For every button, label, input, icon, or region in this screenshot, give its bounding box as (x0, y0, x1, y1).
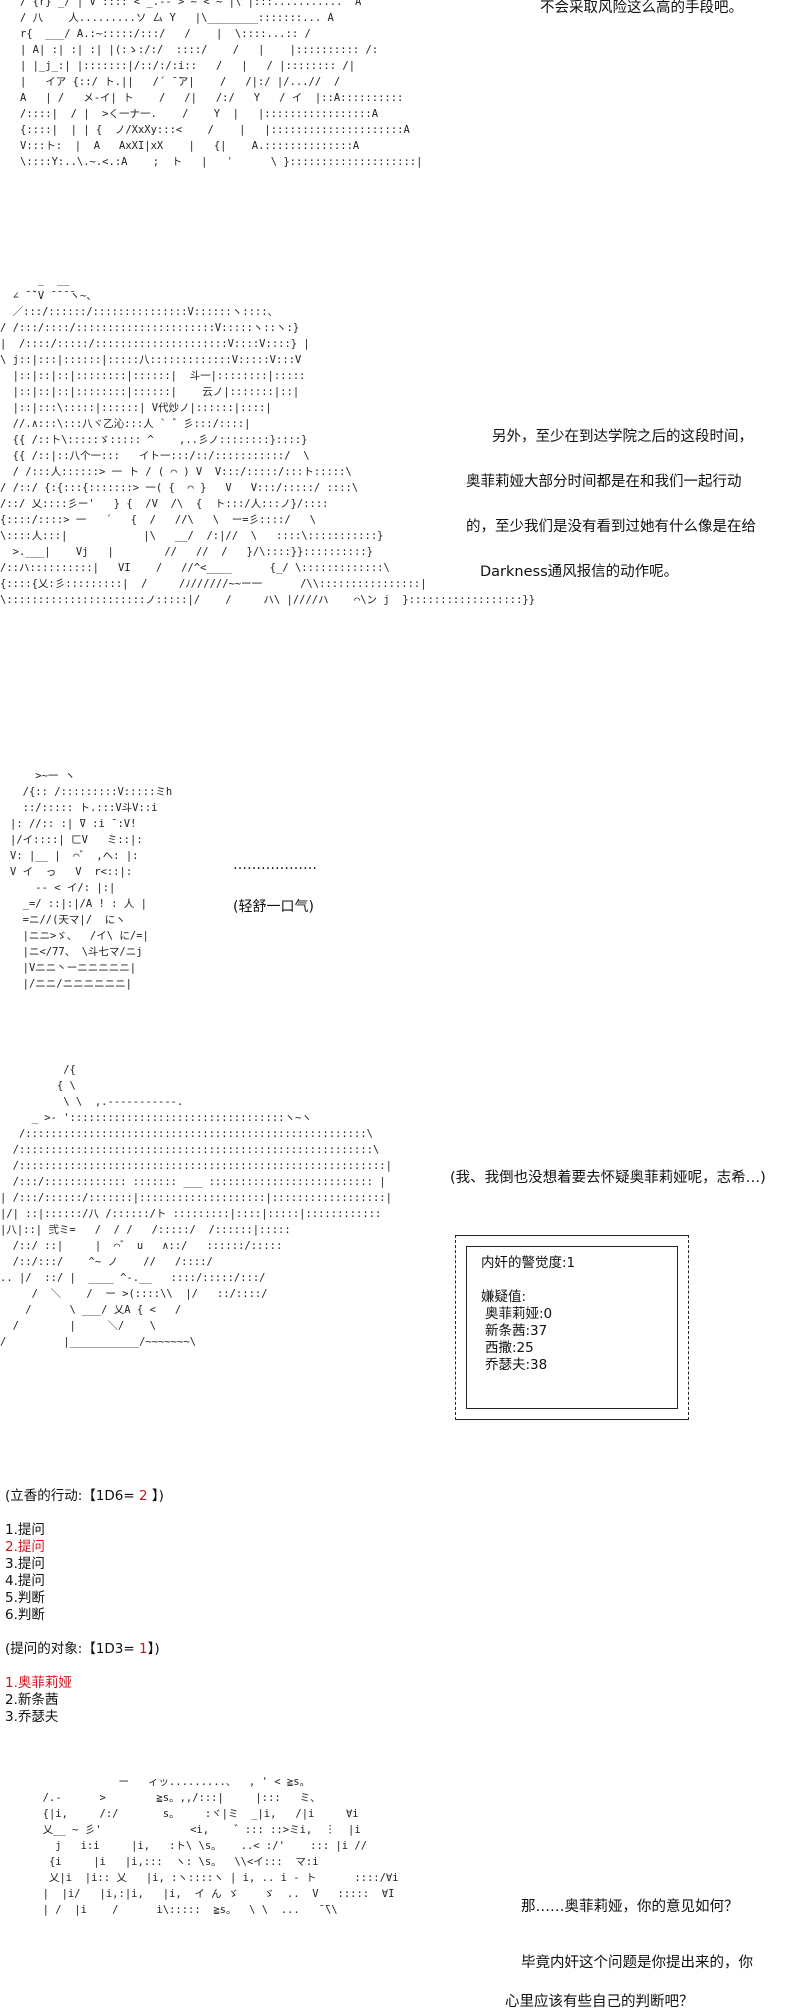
target-roll: (提问的对象:【1D3= 1】) (5, 1641, 164, 1658)
target-option: 1.奥菲莉娅 (5, 1675, 72, 1691)
action-option: 6.判断 (5, 1607, 45, 1623)
ascii-art-1: / {r} _/ | V :::: < _.-- > ~ < ~ |\ |:::… (20, 0, 423, 168)
paragraph-line: Darkness通风报信的动作呢。 (480, 564, 679, 580)
dialogue-line: 毕竟内奸这个问题是你提出来的，你 (521, 1955, 753, 1971)
dialogue-line: 那……奥菲莉娅，你的意见如何？ (521, 1899, 739, 1915)
roll-result: 1 (139, 1641, 148, 1657)
action-roll: (立香的行动:【1D6= 2 】) (5, 1488, 164, 1505)
suspect-entry: 乔瑟夫:38 (485, 1357, 548, 1373)
thought-text: (我、我倒也没想着要去怀疑奥菲莉娅呢，志希…) (450, 1170, 766, 1186)
action-option: 5.判断 (5, 1590, 45, 1606)
action-option: 4.提问 (5, 1573, 45, 1589)
narration-paragraph: 另外，至少在到达学院之后的这段时间， 奥菲莉娅大部分时间都是在和我们一起行动 的… (466, 425, 756, 605)
paragraph-line: 的，至少我们是没有看到过她有什么像是在给 (466, 519, 756, 535)
ascii-art-3: >~一 ヽ /{:: /:::::::::V:::::ミh ::/::::: ト… (10, 770, 173, 990)
suspicion-label: 嫌疑值: (481, 1289, 527, 1305)
ellipsis-text: ……………… (233, 857, 317, 873)
paragraph-line: 奥菲莉娅大部分时间都是在和我们一起行动 (466, 474, 742, 490)
suspect-entry: 新条茜:37 (485, 1323, 548, 1339)
top-caption: 不会采取风险这么高的手段吧。 (540, 0, 743, 16)
paragraph-line: 另外，至少在到达学院之后的这段时间， (492, 429, 753, 445)
action-option: 3.提问 (5, 1556, 45, 1572)
action-option: 2.提问 (5, 1539, 45, 1555)
suspect-entry: 西撒:25 (485, 1340, 534, 1356)
sigh-text: (轻舒一口气) (233, 899, 314, 915)
alert-level: 内奸的警觉度:1 (481, 1255, 576, 1271)
roll-suffix: 】) (147, 1488, 164, 1504)
ascii-art-4: /{ { \ \ \ ,.-----------. _ >‐ '::::::::… (0, 1064, 392, 1348)
roll-label: (提问的对象:【1D3= (5, 1641, 139, 1657)
action-option: 1.提问 (5, 1522, 45, 1538)
ascii-art-2: _ __ ∠ ̄ ̄`V ̄ ̄ ̄ ̄ヽ~、 ／:::/::::::/::::… (0, 274, 536, 606)
roll-suffix: 】) (147, 1641, 160, 1657)
roll-result: 2 (139, 1488, 148, 1504)
target-option: 3.乔瑟夫 (5, 1709, 59, 1725)
roll-label: (立香的行动:【1D6= (5, 1488, 139, 1504)
suspect-entry: 奥菲莉娅:0 (485, 1306, 553, 1322)
dialogue-line: 心里应该有些自己的判断吧？ (505, 1994, 694, 2010)
ascii-art-5: ー ィッ.........、 , ' < ≧s。 /.- > ≧s。,,/:::… (42, 1776, 399, 1916)
target-option: 2.新条茜 (5, 1692, 59, 1708)
